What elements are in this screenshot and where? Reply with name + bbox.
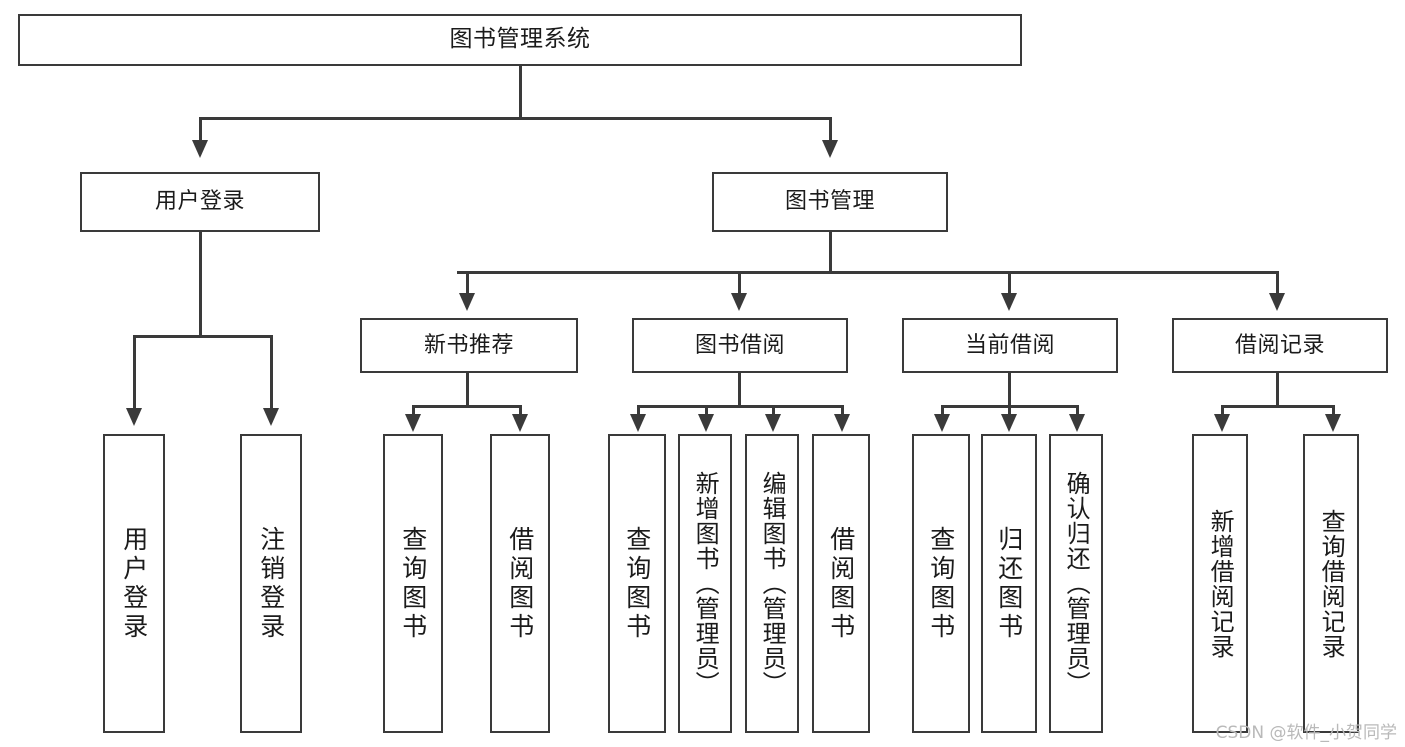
arrow-to-leaf-borrow-book-nb (512, 414, 528, 432)
connector-book-borrow-drop-2 (705, 405, 708, 417)
node-label: 借阅图书 (505, 525, 535, 642)
arrow-to-leaf-query-book-cb (934, 414, 950, 432)
node-current-borrow[interactable]: 当前借阅 (902, 318, 1118, 373)
connector-current-borrow-drop-2 (1008, 405, 1011, 417)
connector-level3-drop-1 (466, 271, 469, 295)
node-label: 用户登录 (119, 525, 149, 642)
leaf-borrow-book-new-recommend[interactable]: 借阅图书 (490, 434, 550, 733)
connector-root-bar (199, 117, 831, 120)
node-label: 图书管理 (784, 189, 875, 215)
leaf-query-book-borrow[interactable]: 查询图书 (608, 434, 666, 733)
connector-book-borrow-stem (738, 373, 741, 405)
leaf-query-book-current[interactable]: 查询图书 (912, 434, 970, 733)
arrow-to-leaf-user-login (126, 408, 142, 426)
connector-level3-drop-3 (1008, 271, 1011, 295)
node-root-book-management-system[interactable]: 图书管理系统 (18, 14, 1022, 66)
watermark-text: CSDN @软件_小贺同学 (1215, 723, 1397, 743)
node-label: 归还图书 (994, 525, 1024, 642)
node-label: 编辑图书（管理员） (758, 471, 787, 696)
connector-new-book-drop-2 (519, 405, 522, 417)
connector-borrow-record-stem (1276, 373, 1279, 405)
connector-new-book-drop-1 (412, 405, 415, 417)
node-book-management[interactable]: 图书管理 (712, 172, 948, 232)
arrow-to-new-book-recommend (459, 293, 475, 311)
arrow-to-borrow-record (1269, 293, 1285, 311)
arrow-to-leaf-add-record (1214, 414, 1230, 432)
connector-root-drop-left (199, 117, 202, 142)
arrow-to-leaf-query-book-nb (405, 414, 421, 432)
arrow-to-leaf-edit-book (765, 414, 781, 432)
connector-user-login-drop-1 (133, 335, 136, 410)
arrow-to-current-borrow (1001, 293, 1017, 311)
arrow-to-leaf-borrow-book-bb (834, 414, 850, 432)
leaf-user-login[interactable]: 用户登录 (103, 434, 165, 733)
leaf-borrow-book-borrow[interactable]: 借阅图书 (812, 434, 870, 733)
node-book-borrow[interactable]: 图书借阅 (632, 318, 848, 373)
node-label: 新书推荐 (423, 332, 514, 358)
arrow-to-user-login (192, 140, 208, 158)
node-label: 借阅记录 (1234, 332, 1325, 358)
connector-borrow-record-drop-2 (1332, 405, 1335, 417)
node-borrow-record[interactable]: 借阅记录 (1172, 318, 1388, 373)
node-label: 图书借阅 (694, 332, 785, 358)
arrow-to-leaf-query-book-bb (630, 414, 646, 432)
node-label: 注销登录 (256, 525, 286, 642)
connector-level3-drop-4 (1276, 271, 1279, 295)
connector-user-login-stem (199, 232, 202, 335)
node-label: 当前借阅 (964, 332, 1055, 358)
leaf-return-book[interactable]: 归还图书 (981, 434, 1037, 733)
node-label: 新增图书（管理员） (691, 471, 720, 696)
leaf-confirm-return-admin[interactable]: 确认归还（管理员） (1049, 434, 1103, 733)
leaf-query-borrow-record[interactable]: 查询借阅记录 (1303, 434, 1359, 733)
node-label: 新增借阅记录 (1206, 508, 1235, 659)
arrow-to-leaf-logout (263, 408, 279, 426)
connector-book-borrow-drop-1 (637, 405, 640, 417)
leaf-edit-book-admin[interactable]: 编辑图书（管理员） (745, 434, 799, 733)
arrow-to-leaf-query-record (1325, 414, 1341, 432)
connector-book-borrow-drop-3 (772, 405, 775, 417)
connector-level3-drop-2 (738, 271, 741, 295)
connector-user-login-bar (133, 335, 272, 338)
leaf-query-book-new-recommend[interactable]: 查询图书 (383, 434, 443, 733)
connector-borrow-record-bar (1221, 405, 1334, 408)
connector-current-borrow-stem (1008, 373, 1011, 405)
connector-new-book-bar (412, 405, 522, 408)
leaf-logout[interactable]: 注销登录 (240, 434, 302, 733)
node-label: 查询图书 (398, 525, 428, 642)
node-label: 查询图书 (926, 525, 956, 642)
connector-level3-bar (457, 271, 1278, 274)
leaf-add-borrow-record[interactable]: 新增借阅记录 (1192, 434, 1248, 733)
arrow-to-book-borrow (731, 293, 747, 311)
node-label: 用户登录 (154, 189, 245, 215)
arrow-to-leaf-add-book (698, 414, 714, 432)
node-label: 查询借阅记录 (1317, 508, 1346, 659)
connector-current-borrow-drop-1 (941, 405, 944, 417)
arrow-to-leaf-confirm-return (1069, 414, 1085, 432)
arrow-to-leaf-return-book (1001, 414, 1017, 432)
leaf-add-book-admin[interactable]: 新增图书（管理员） (678, 434, 732, 733)
connector-new-book-stem (466, 373, 469, 405)
connector-book-management-stem (829, 232, 832, 271)
node-label: 查询图书 (622, 525, 652, 642)
node-label: 确认归还（管理员） (1062, 471, 1091, 696)
node-new-book-recommend[interactable]: 新书推荐 (360, 318, 578, 373)
connector-current-borrow-drop-3 (1076, 405, 1079, 417)
connector-book-borrow-drop-4 (841, 405, 844, 417)
node-label: 图书管理系统 (449, 26, 591, 53)
connector-root-drop-right (829, 117, 832, 142)
connector-borrow-record-drop-1 (1221, 405, 1224, 417)
connector-user-login-drop-2 (270, 335, 273, 410)
node-label: 借阅图书 (826, 525, 856, 642)
arrow-to-book-management (822, 140, 838, 158)
connector-book-borrow-bar (637, 405, 844, 408)
connector-root-stem (519, 66, 522, 117)
node-user-login[interactable]: 用户登录 (80, 172, 320, 232)
